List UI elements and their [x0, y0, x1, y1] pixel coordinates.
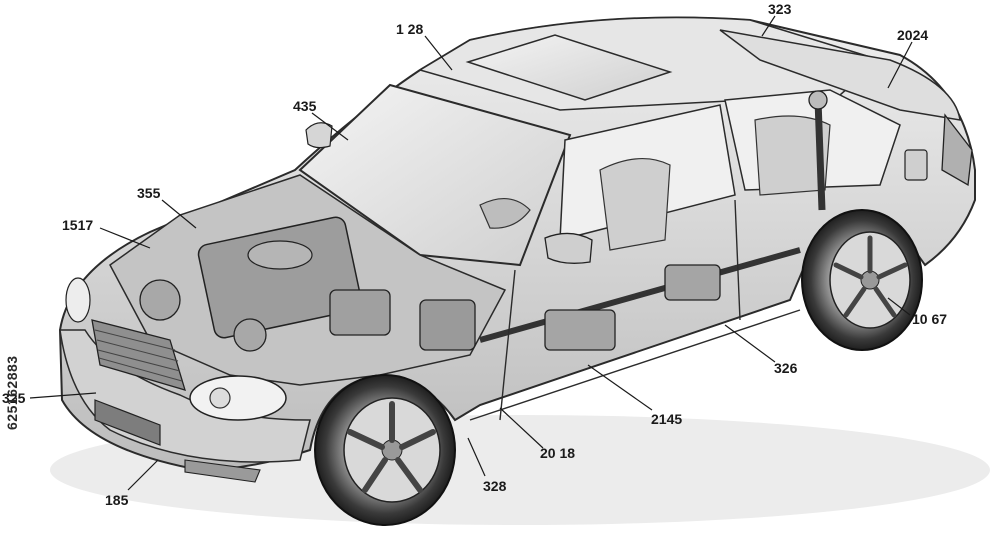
label-windshield: 435 [293, 98, 317, 114]
intake-manifold [329, 289, 391, 336]
label-rear-wheel: 10 67 [912, 311, 948, 327]
label-roof: 1 28 [396, 21, 424, 37]
fog-light [184, 459, 261, 483]
label-exhaust: 2145 [651, 411, 683, 427]
rear-seat [754, 115, 831, 196]
leader-front-grille [127, 459, 159, 491]
leader-engine [99, 227, 151, 249]
leader-sill [724, 324, 776, 363]
drive-shaft [479, 247, 801, 343]
leader-trunk [887, 41, 913, 89]
side-watermark-text: 625162883 [4, 355, 20, 430]
transmission [419, 299, 476, 351]
headlight [189, 375, 287, 421]
front-grille [91, 319, 186, 391]
label-engine: 1517 [62, 217, 94, 233]
headlight-lens [209, 387, 231, 409]
pulley [233, 318, 267, 352]
label-sill: 326 [774, 360, 798, 376]
leader-floor [499, 407, 544, 449]
trunk-lid [719, 29, 961, 121]
leader-rear-wheel [887, 297, 911, 316]
label-floor: 20 18 [540, 445, 576, 461]
rocker-sill [469, 309, 801, 421]
front-seat [599, 157, 671, 251]
label-rear-roof: 323 [768, 1, 792, 17]
leader-windshield [311, 112, 349, 141]
left-headlight [65, 277, 91, 323]
label-hood: 355 [137, 185, 161, 201]
leader-front-bumper [29, 392, 97, 399]
engine-block [197, 216, 363, 339]
alternator [139, 279, 181, 321]
engine-cover [247, 240, 313, 270]
rear-strut [814, 99, 826, 211]
fuel-tank [664, 264, 721, 301]
grille-bars [94, 329, 183, 382]
label-front-grille: 185 [105, 492, 129, 508]
leader-front-wheel [467, 437, 486, 477]
side-mirror [544, 232, 593, 264]
dash-steering [479, 198, 531, 229]
rear-door-seam [734, 199, 741, 321]
front-door-seam [499, 269, 516, 421]
leader-exhaust [587, 364, 653, 411]
strut-mount [808, 90, 828, 110]
left-mirror [305, 122, 333, 149]
leader-rear-roof [761, 15, 776, 37]
rear-wheel [801, 209, 923, 351]
label-front-bumper: 325 [2, 390, 26, 406]
tail-light [941, 113, 973, 187]
sunroof [465, 34, 673, 101]
label-trunk: 2024 [897, 27, 929, 43]
label-front-wheel: 328 [483, 478, 507, 494]
front-wheel [314, 374, 456, 526]
fuel-door [904, 149, 928, 181]
exhaust-unit [544, 309, 616, 351]
leader-roof [424, 35, 453, 71]
lower-intake [94, 399, 161, 446]
leader-lines [29, 15, 913, 491]
leader-hood [161, 199, 197, 229]
